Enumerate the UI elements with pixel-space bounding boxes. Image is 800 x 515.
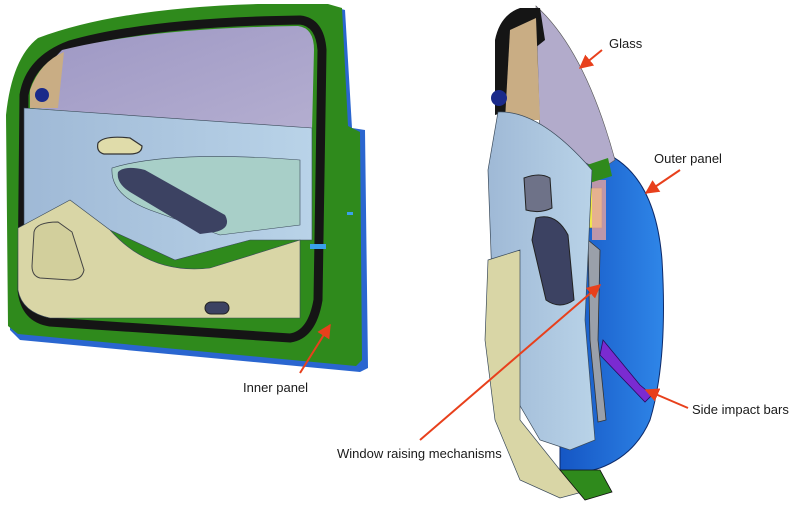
glass-arrow xyxy=(578,49,603,69)
window-glass xyxy=(30,26,314,130)
label-window-raising-mechanisms: Window raising mechanisms xyxy=(337,446,502,461)
outer-panel-arrow xyxy=(644,169,681,194)
door-handle xyxy=(97,136,143,155)
label-inner-panel: Inner panel xyxy=(243,380,309,395)
door-seal xyxy=(17,15,327,343)
window-switch-panel xyxy=(117,167,228,234)
side-impact-arrow xyxy=(644,388,689,409)
glass-shape xyxy=(535,5,616,171)
inner-panel-arrow xyxy=(299,323,331,374)
front-view-door xyxy=(6,4,368,372)
label-side-impact-bars: Side impact bars xyxy=(692,402,789,417)
exploded-view-door xyxy=(484,5,664,501)
door-trim-lower xyxy=(17,199,301,319)
label-glass: Glass xyxy=(609,36,643,51)
window-raising-arrow xyxy=(419,284,602,441)
label-outer-panel: Outer panel xyxy=(654,151,722,166)
speaker-tweeter xyxy=(35,88,49,102)
